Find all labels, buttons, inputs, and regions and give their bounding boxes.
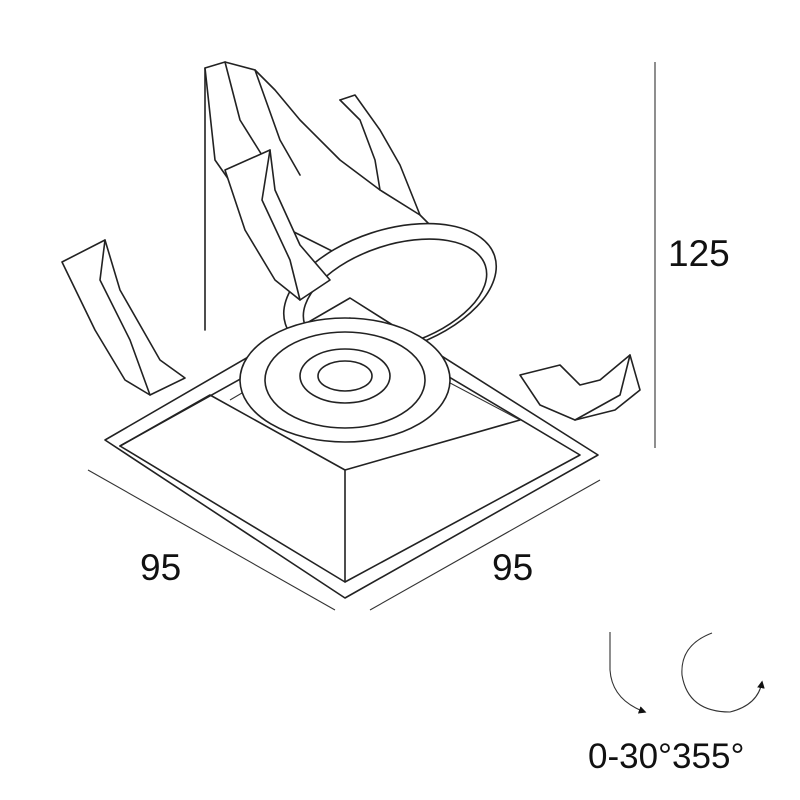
left-width-dimension-label: 95 [140, 547, 181, 588]
rotation-arrow-icon [681, 632, 765, 713]
tilt-arrow-icon [609, 632, 647, 714]
adjustment-range-label: 0-30°355° [588, 737, 744, 776]
height-dimension-label: 125 [668, 233, 730, 274]
square-trim [104, 297, 599, 599]
dimension-lines [87, 62, 656, 611]
spring-clips [61, 149, 641, 421]
right-width-dimension-label: 95 [492, 547, 533, 588]
